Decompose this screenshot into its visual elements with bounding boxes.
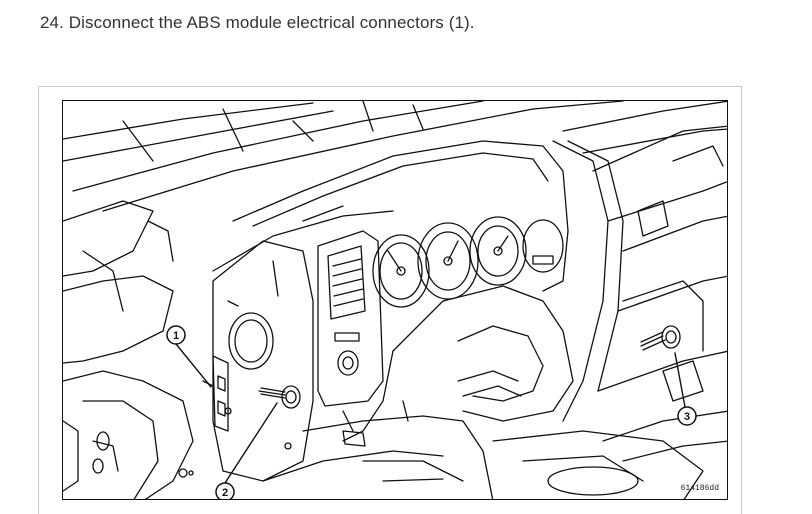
lower-panel — [262, 400, 494, 499]
left-body-structure — [63, 200, 194, 499]
dashboard-line-drawing: 1 2 3 — [63, 101, 727, 499]
bolt-3 — [640, 325, 681, 351]
cowl-lines — [63, 101, 727, 212]
abs-module-connectors — [202, 355, 229, 432]
left-end-panel — [212, 240, 314, 482]
floor-detail — [178, 430, 704, 499]
steering-column-opening — [342, 285, 574, 442]
instrument-cluster-hood — [212, 140, 569, 292]
figure-id: 614186dd — [680, 484, 719, 493]
instrument-gauges — [372, 216, 564, 308]
callout-label-2: 2 — [222, 487, 228, 499]
instrument-panel-diagram: 1 2 3 614186dd — [62, 100, 728, 500]
illustration-frame: 1 2 3 614186dd — [38, 86, 742, 514]
bolt-2 — [258, 385, 301, 409]
right-dash-structure — [552, 125, 727, 462]
callout-leaders — [175, 343, 686, 484]
callout-2: 2 — [215, 482, 235, 499]
callout-3: 3 — [677, 406, 697, 426]
callout-1: 1 — [166, 325, 186, 345]
callout-label-3: 3 — [684, 411, 690, 423]
center-stack — [317, 230, 384, 407]
callout-label-1: 1 — [173, 330, 179, 342]
step-instruction: 24. Disconnect the ABS module electrical… — [40, 13, 475, 32]
